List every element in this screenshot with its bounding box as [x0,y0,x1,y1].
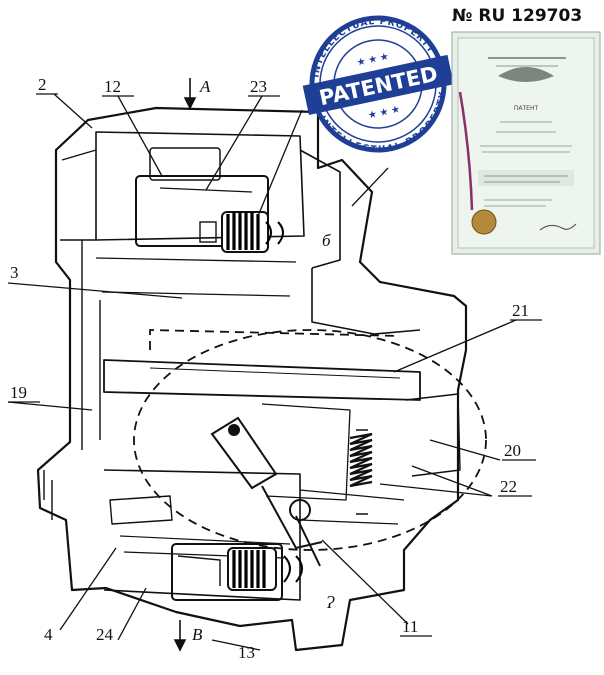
housing [36,106,468,652]
label-21: 21 [512,301,529,320]
upper-coil [226,212,284,250]
lever [210,416,323,567]
lower-coil [232,550,303,588]
certificate-heading: ПАТЕНТ [514,105,539,112]
label-22: 22 [500,477,517,496]
label-2: 2 [38,75,47,94]
part-labels: 2 12 A 23 3 21 19 20 22 4 24 B 13 11 [8,75,542,662]
label-19: 19 [10,383,27,402]
housing-mark-6: б [322,231,331,250]
label-24: 24 [96,625,114,644]
label-11: 11 [402,617,418,636]
label-3: 3 [10,263,19,282]
label-b: B [192,625,203,644]
label-12: 12 [104,77,121,96]
patent-certificate: ПАТЕНТ [451,31,601,255]
label-23: 23 [250,77,267,96]
arrow-b [173,620,187,652]
arrow-a [183,78,197,110]
housing-mark-lower: Ɂ [326,593,335,612]
patent-number: № RU 129703 [452,6,583,26]
dashed-regions [133,329,487,551]
label-20: 20 [504,441,521,460]
spring [349,429,373,515]
label-13: 13 [238,643,255,662]
label-a: A [199,77,211,96]
leader-lines [7,93,517,651]
label-4: 4 [44,625,53,644]
